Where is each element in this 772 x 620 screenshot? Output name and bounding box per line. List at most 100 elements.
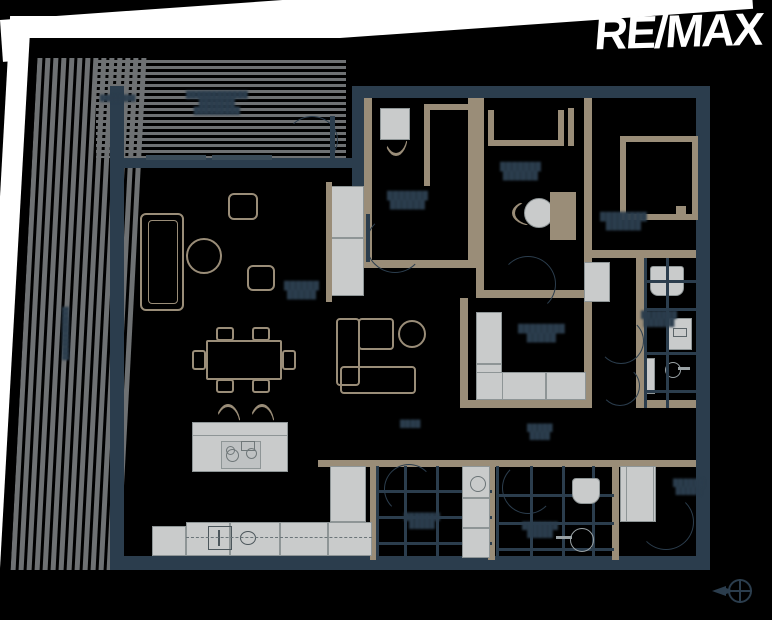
bath1-shower-arm: [678, 367, 690, 370]
bath2-tile-h1: [496, 494, 614, 497]
bath2-tile-h2: [496, 522, 614, 525]
terrace-door-leaf: [330, 116, 335, 160]
laundry-appliance-drum: [470, 476, 486, 492]
hall-door-arc-2: [600, 366, 640, 406]
bed3-bed-right: [692, 136, 698, 220]
bath2-tile-v1: [496, 466, 499, 560]
sofa-cushion: [148, 220, 178, 304]
wall-wardrobe-right: [584, 298, 592, 408]
laundry-tile-v3: [436, 466, 439, 560]
bath2-tile-v3: [562, 466, 565, 560]
bath1-tile-h2: [644, 308, 696, 311]
sofa-2-base: [340, 366, 416, 394]
room-label-bedroom-2: ███████ ██████: [500, 162, 542, 180]
pendant-light-2: [249, 404, 275, 428]
counter-seg-4: [280, 522, 328, 556]
wardrobe-shelf-left-a: [476, 312, 502, 364]
pergola-slat: [96, 138, 346, 141]
sink-faucet: [240, 531, 256, 545]
pergola-slat: [96, 90, 346, 93]
room-label-living: ██████ █████: [284, 281, 320, 299]
counter-seg-5: [328, 522, 372, 556]
pergola-slat: [96, 120, 346, 123]
burner-3: [246, 448, 257, 459]
sofa-2: [336, 318, 360, 386]
wall-tall-unit: [326, 182, 332, 302]
wall-bed2-left: [476, 98, 484, 298]
tall-unit-2: [330, 238, 364, 296]
pendant-light-1: [215, 404, 241, 428]
room-label-laundry: ███████ █████: [404, 514, 441, 529]
wall-laundry-left: [370, 460, 377, 560]
dining-chair-1: [216, 327, 234, 341]
laundry-tile-v1: [376, 466, 379, 560]
bed2-bed-right: [558, 110, 564, 146]
exterior-wall-bottom: [110, 556, 710, 570]
wall-bath2-right: [612, 460, 619, 560]
toilet-2: [572, 478, 600, 504]
tall-unit-1: [330, 186, 364, 238]
room-label-hallway: █████ ████: [527, 425, 553, 440]
laundry-appliance-3: [462, 528, 490, 558]
room-label-bedroom-1: ███████ ██████: [387, 191, 429, 209]
bed3-pillow: [676, 206, 686, 216]
dining-chair-6: [282, 350, 296, 370]
room-label-bathroom-2: ███████ █████: [522, 523, 559, 538]
pergola-slat: [96, 126, 346, 129]
bed1-door-arc: [366, 215, 424, 273]
pergola-slat: [96, 102, 346, 105]
burner-2: [226, 446, 235, 455]
bath1-shower-head: [665, 362, 681, 378]
pergola-slat: [96, 108, 346, 111]
bath1-mirror: [673, 328, 687, 337]
wall-service-top: [318, 460, 696, 467]
annotation-terrace-vertical: ████████████: [63, 306, 70, 361]
exterior-wall-top-notch: [352, 86, 364, 186]
terrace-door-arc: [286, 116, 338, 164]
pergola-slat: [96, 84, 346, 87]
slider-panel-2: [212, 155, 272, 160]
dining-chair-2: [252, 327, 270, 341]
dining-table: [206, 340, 282, 380]
fridge-unit: [330, 466, 366, 522]
bed3-bed-head: [620, 136, 698, 142]
pergola-slat: [96, 150, 346, 153]
room-label-bedroom-3: ████████ ██████: [600, 212, 647, 230]
bed3-closet: [584, 262, 610, 302]
laundry-tile-h2: [376, 516, 492, 519]
bath2-tile-v4: [592, 466, 595, 560]
armchair-2: [247, 265, 275, 291]
wall-bed1-bottom: [364, 260, 476, 268]
exterior-wall-top-right: [352, 86, 710, 98]
laundry-door-arc: [384, 464, 434, 514]
bath1-tile-v1: [644, 258, 647, 408]
bath2-tile-h3: [496, 548, 614, 551]
bed2-bed-foot: [488, 140, 564, 146]
wall-bed2-right: [584, 98, 592, 298]
sink-basin: [208, 526, 232, 550]
bath1-tile-h4: [644, 390, 696, 393]
bath1-tile-h3: [644, 352, 696, 355]
bed2-nightstand-wall: [568, 108, 574, 146]
laundry-tile-h1: [376, 490, 492, 493]
sofa: [140, 213, 184, 311]
wall-bed1-right: [468, 98, 476, 268]
bath1-tile-h1: [644, 280, 696, 283]
counter-seg-1: [152, 526, 186, 556]
pergola-slat: [96, 78, 346, 81]
side-table-round: [398, 320, 426, 348]
bath2-shower-arm: [556, 536, 572, 539]
bed2-bed-left: [488, 110, 494, 144]
wardrobe-shelf-bottom-c: [546, 372, 586, 400]
bed1-wardrobe-top: [430, 104, 468, 110]
wall-wardrobe-left: [460, 298, 468, 408]
bed2-door-arc: [500, 256, 556, 312]
pergola-slat: [96, 144, 346, 147]
compass-north-icon: [710, 576, 754, 606]
pergola-slat: [96, 60, 346, 63]
bath3-door-arc: [638, 494, 694, 550]
wardrobe-shelf-bottom-b: [502, 372, 546, 400]
dining-chair-4: [252, 379, 270, 393]
wall-wardrobe-bottom: [460, 400, 592, 408]
